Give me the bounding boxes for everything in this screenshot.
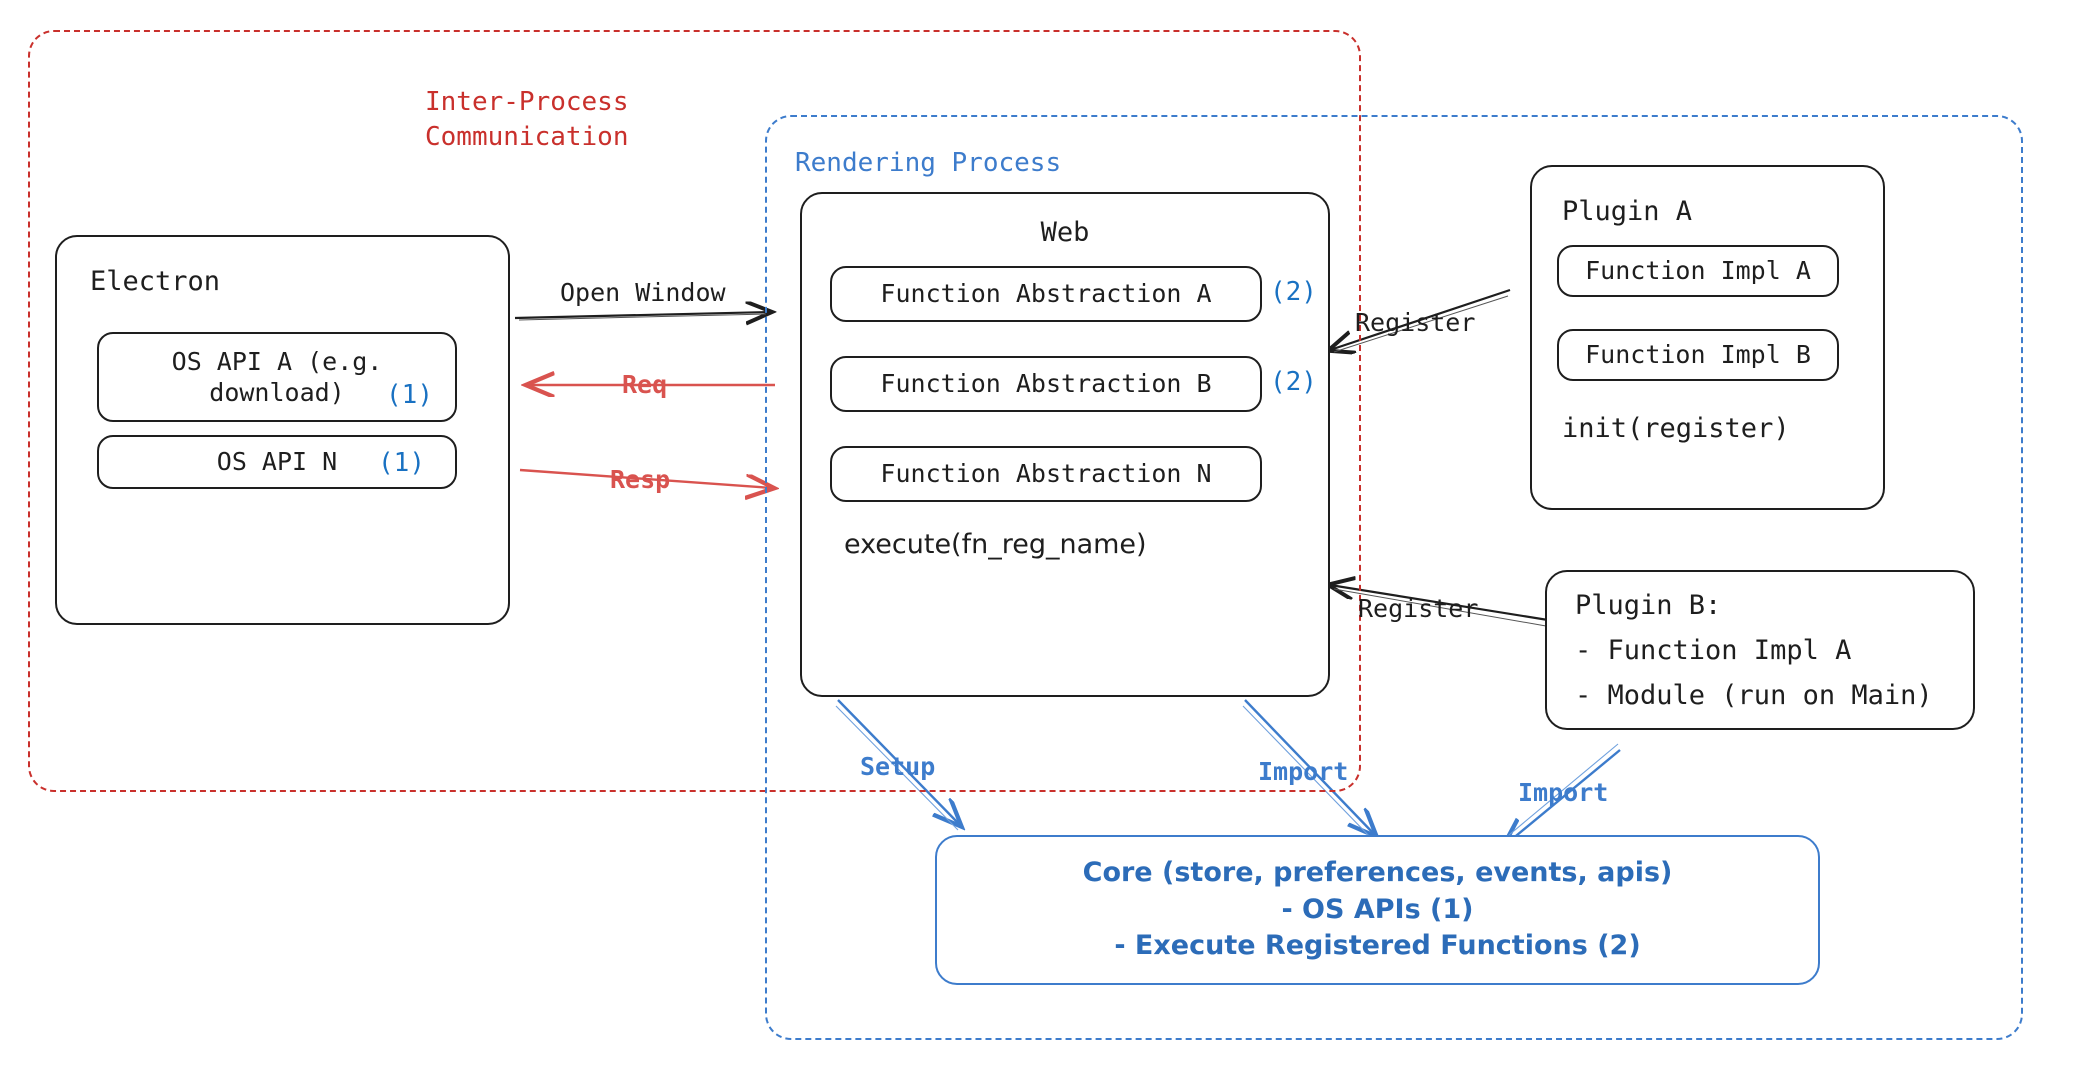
- plugin-b-box[interactable]: Plugin B: - Function Impl A - Module (ru…: [1545, 570, 1975, 730]
- edge-label-register-b: Register: [1358, 594, 1479, 623]
- os-api-a-label: OS API A (e.g. download): [171, 346, 383, 407]
- function-abstraction-a-tag: (2): [1270, 277, 1317, 307]
- function-abstraction-b-label: Function Abstraction B: [880, 369, 1212, 399]
- edge-label-setup: Setup: [860, 752, 936, 781]
- function-abstraction-b-tag: (2): [1270, 367, 1317, 397]
- core-line-main: Core (store, preferences, events, apis): [1082, 857, 1673, 889]
- rendering-process-title: Rendering Process: [795, 148, 1062, 178]
- plugin-a-function-impl-a-box[interactable]: Function Impl A: [1557, 245, 1839, 297]
- function-abstraction-a-label: Function Abstraction A: [880, 279, 1212, 309]
- plugin-a-function-impl-b-label: Function Impl B: [1585, 340, 1811, 370]
- plugin-a-box[interactable]: Plugin A Function Impl A Function Impl B…: [1530, 165, 1885, 510]
- edge-label-req: Req: [622, 370, 668, 399]
- web-execute-label: execute(fn_reg_name): [844, 529, 1147, 560]
- electron-title: Electron: [90, 266, 221, 297]
- edge-label-import-web: Import: [1258, 757, 1349, 786]
- electron-box[interactable]: Electron OS API A (e.g. download) (1) OS…: [55, 235, 510, 625]
- ipc-container: [28, 30, 1361, 792]
- rendering-process-container: [765, 115, 2023, 1040]
- function-abstraction-a-box[interactable]: Function Abstraction A: [830, 266, 1262, 322]
- os-api-n-box[interactable]: OS API N (1): [97, 435, 457, 489]
- core-line-os-apis: - OS APIs (1): [1281, 893, 1474, 925]
- plugin-b-line-module: - Module (run on Main): [1575, 680, 1933, 711]
- os-api-a-box[interactable]: OS API A (e.g. download) (1): [97, 332, 457, 422]
- function-abstraction-n-label: Function Abstraction N: [880, 459, 1212, 489]
- edge-label-resp: Resp: [610, 465, 671, 494]
- os-api-a-tag: (1): [386, 380, 433, 410]
- core-line-execute: - Execute Registered Functions (2): [1114, 930, 1641, 962]
- function-abstraction-b-box[interactable]: Function Abstraction B: [830, 356, 1262, 412]
- function-abstraction-n-box[interactable]: Function Abstraction N: [830, 446, 1262, 502]
- plugin-a-init-label: init(register): [1562, 413, 1790, 444]
- edge-label-import-plugin-b: Import: [1518, 778, 1609, 807]
- edge-label-register-a: Register: [1355, 308, 1476, 337]
- plugin-a-function-impl-a-label: Function Impl A: [1585, 256, 1811, 286]
- web-title: Web: [1040, 217, 1090, 248]
- edge-label-open-window: Open Window: [560, 278, 726, 307]
- plugin-b-line-function-impl-a: - Function Impl A: [1575, 635, 1852, 666]
- plugin-a-function-impl-b-box[interactable]: Function Impl B: [1557, 329, 1839, 381]
- plugin-b-title: Plugin B:: [1575, 590, 1722, 621]
- os-api-n-tag: (1): [378, 448, 425, 478]
- os-api-n-label: OS API N: [216, 447, 338, 477]
- core-box[interactable]: Core (store, preferences, events, apis) …: [935, 835, 1820, 985]
- plugin-a-title: Plugin A: [1562, 196, 1693, 227]
- ipc-container-title: Inter-Process Communication: [425, 87, 629, 153]
- web-box[interactable]: Web Function Abstraction A (2) Function …: [800, 192, 1330, 697]
